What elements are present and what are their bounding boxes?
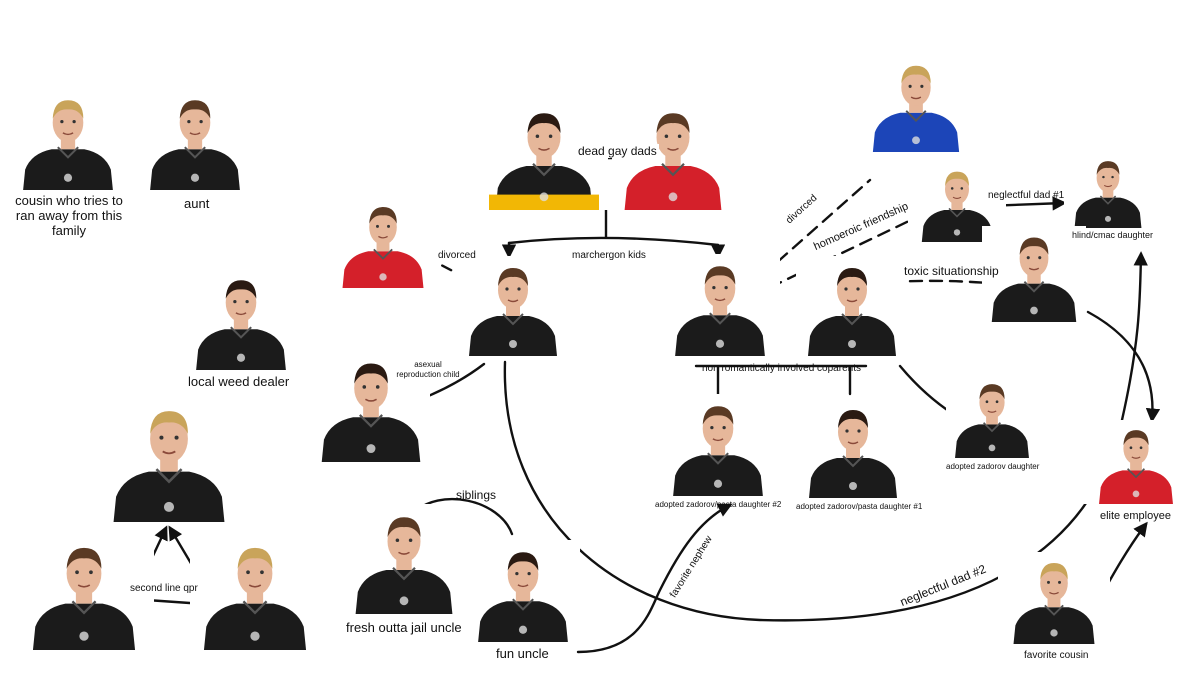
label-asexual-child: asexual reproduction child: [396, 360, 460, 379]
photo-favorite-cousin: [998, 552, 1110, 644]
portrait-icon: [321, 363, 421, 462]
portrait-icon: [1074, 161, 1142, 228]
label-elite-employee: elite employee: [1100, 510, 1171, 522]
label-aunt: aunt: [184, 196, 210, 211]
portrait-icon: [675, 266, 765, 356]
label-daughter-1: adopted zadorov/pasta daughter #1: [796, 502, 923, 511]
portrait-icon: [955, 384, 1029, 458]
portrait-icon: [342, 207, 424, 288]
photo-elite-employee: [1084, 420, 1188, 504]
label-jail-uncle: fresh outta jail uncle: [346, 620, 462, 635]
photo-zadorov-daughter: [946, 374, 1038, 458]
photo-jail-uncle: [344, 504, 464, 614]
label-local-weed-dealer: local weed dealer: [188, 374, 290, 389]
photo-hlind-daughter: [1064, 152, 1152, 228]
homoerotic-line: [750, 208, 934, 298]
label-divorced-left: divorced: [438, 250, 476, 261]
label-cousin: cousin who tries to ran away from this f…: [15, 193, 123, 238]
portrait-icon: [921, 171, 993, 242]
elite-employee-arrow-top: [1086, 310, 1161, 423]
portrait-icon: [355, 517, 453, 614]
portrait-icon: [23, 100, 113, 190]
portrait-icon: [113, 411, 225, 522]
label-fun-uncle: fun uncle: [496, 646, 549, 661]
photo-dead-gay-dad-panthers: [612, 100, 734, 210]
portrait-icon: [1099, 430, 1173, 504]
portrait-icon: [1013, 563, 1095, 644]
favorite-nephew-curve: [576, 503, 733, 654]
portrait-icon: [673, 406, 763, 496]
photo-divorced-red: [328, 196, 438, 288]
photo-aunt: [138, 88, 252, 190]
photo-asexual-child: [312, 350, 430, 462]
photo-daughter-1: [800, 398, 906, 498]
label-adopted-zadorov: adopted zadorov daughter: [946, 462, 1040, 471]
label-coparents: non romantically involved coparents: [702, 363, 861, 374]
label-favorite-cousin: favorite cousin: [1024, 650, 1089, 661]
label-second-line-qpr: second line qpr: [128, 583, 200, 594]
portrait-icon: [489, 113, 599, 210]
label-neglectful-dad-1: neglectful dad #1: [988, 190, 1065, 201]
portrait-icon: [469, 268, 557, 356]
photo-weed-dealer: [186, 268, 296, 370]
photo-cousin: [12, 88, 124, 190]
portrait-icon: [196, 280, 286, 370]
neglectful-dad-2-curve: [503, 251, 1148, 622]
portrait-icon: [808, 268, 896, 356]
photo-qpr-top: [104, 396, 234, 522]
portrait-icon: [478, 552, 568, 642]
photo-kid-right: [660, 254, 780, 356]
label-dead-gay-dads: dead gay dads: [576, 144, 659, 158]
photo-coparent: [796, 256, 908, 356]
label-toxic-situationship: toxic situationship: [904, 264, 999, 278]
photo-qpr-right: [190, 534, 320, 650]
portrait-icon: [872, 65, 960, 152]
photo-qpr-left: [14, 534, 154, 650]
photo-kid-left: [454, 256, 572, 356]
portrait-icon: [809, 410, 897, 498]
label-daughter-2: adopted zadorov/pasta daughter #2: [655, 500, 782, 509]
portrait-icon: [150, 100, 240, 190]
photo-blue-top: [862, 54, 970, 152]
photo-fun-uncle: [466, 540, 580, 642]
portrait-icon: [32, 547, 136, 650]
portrait-icon: [624, 113, 722, 210]
coparents-bracket: [694, 364, 868, 396]
portrait-icon: [991, 237, 1077, 322]
label-marchergon-kids: marchergon kids: [572, 250, 646, 261]
marchergon-kids-bar: [507, 236, 720, 247]
label-siblings: siblings: [456, 488, 497, 502]
photo-toxic: [982, 226, 1086, 322]
label-hlind-daughter: hlind/cmac daughter: [1072, 230, 1154, 240]
photo-daughter-2: [662, 394, 774, 496]
portrait-icon: [203, 547, 307, 650]
